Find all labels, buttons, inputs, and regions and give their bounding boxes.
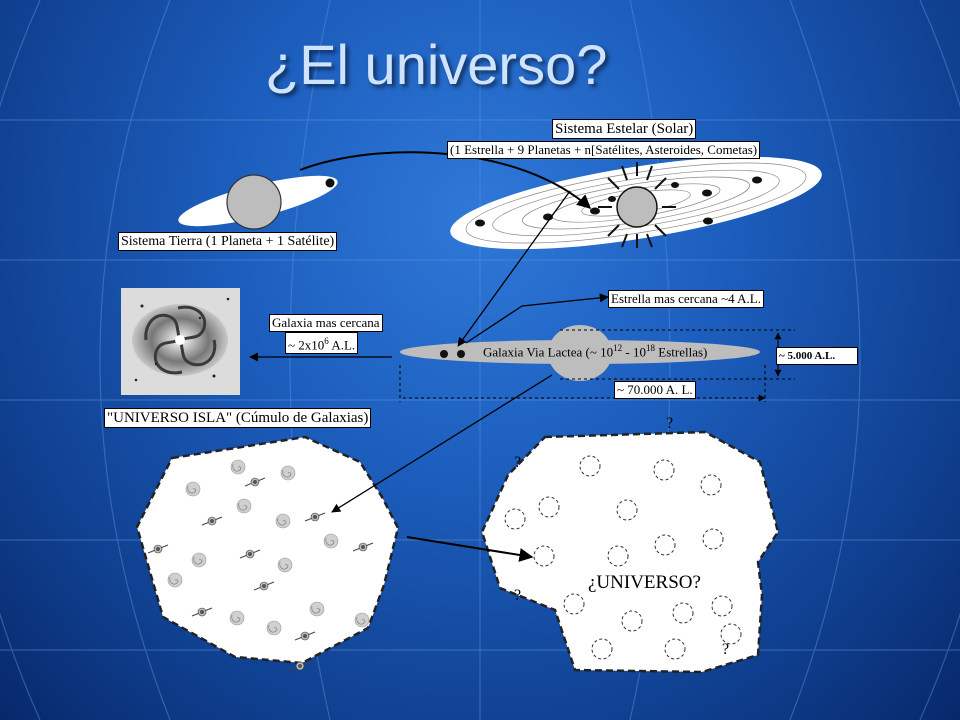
- universe-blob: [480, 430, 780, 674]
- label-island-universe: "UNIVERSO ISLA" (Cúmulo de Galaxias): [104, 408, 372, 428]
- island-universe-blob: [135, 435, 400, 671]
- question-mark-top: ?: [666, 415, 673, 432]
- label-earth-system: Sistema Tierra (1 Planeta + 1 Satélite): [118, 232, 338, 251]
- label-nearest-galaxy-distance: ~ 2x106 A.L.: [285, 332, 359, 355]
- question-mark-left: ?: [514, 454, 521, 471]
- galaxy-photo: [121, 288, 240, 395]
- label-solar-system: Sistema Estelar (Solar): [552, 119, 697, 139]
- label-milky-way: Galaxia Via Lactea (~ 1012 - 1018 Estrel…: [483, 343, 708, 360]
- solar-system: [450, 156, 822, 250]
- label-thickness: ~ 5.000 A.L.: [776, 347, 858, 365]
- label-diameter: ~ 70.000 A. L.: [614, 381, 696, 399]
- page-title: ¿El universo?: [265, 33, 608, 96]
- arrow-to-nearest-star: [465, 293, 609, 344]
- earth-system: [178, 174, 338, 230]
- milky-way: [400, 325, 760, 381]
- question-mark-bottom-right: ?: [722, 641, 729, 658]
- question-mark-bottom-left: ?: [514, 587, 521, 604]
- label-nearest-galaxy: Galaxia mas cercana: [269, 314, 383, 332]
- arrow-solar-to-galaxy: [457, 190, 571, 347]
- label-universe: ¿UNIVERSO?: [588, 572, 701, 593]
- arrow-galaxy-to-island: [331, 374, 553, 513]
- arrow-island-to-universe: [406, 536, 534, 562]
- label-solar-detail: (1 Estrella + 9 Planetas + n[Satélites, …: [447, 141, 761, 159]
- label-nearest-star: Estrella mas cercana ~4 A.L.: [608, 290, 764, 308]
